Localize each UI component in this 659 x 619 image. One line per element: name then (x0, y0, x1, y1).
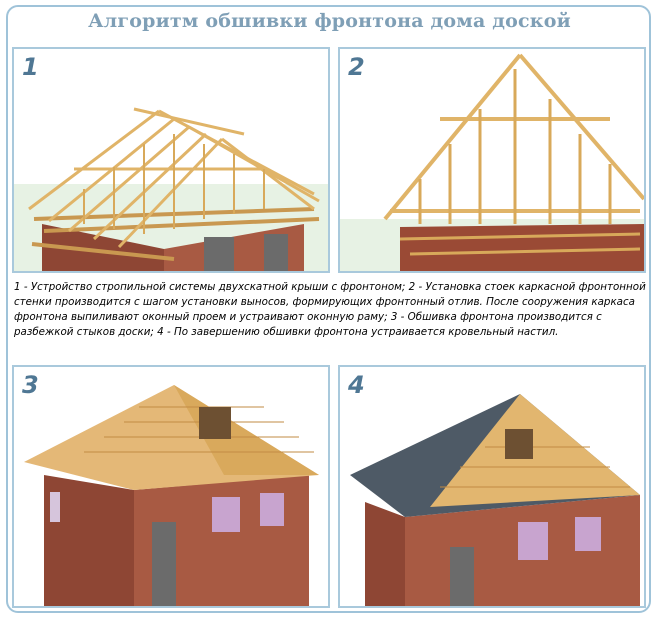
panel-step-4: 4 (338, 365, 646, 608)
panel-step-2: 2 (338, 47, 646, 273)
panel-number: 4 (348, 371, 365, 399)
panel-number: 2 (348, 53, 365, 81)
panel-step-1: 1 (12, 47, 330, 273)
cladding-illustration (14, 367, 328, 606)
rafter-illustration (14, 49, 328, 271)
panel-step-3: 3 (12, 365, 330, 608)
panel-number: 1 (22, 53, 39, 81)
panel-number: 3 (22, 371, 39, 399)
roofing-illustration (340, 367, 644, 606)
page-title: Алгоритм обшивки фронтона дома доской (88, 10, 571, 32)
caption-text: 1 - Устройство стропильной системы двухс… (14, 281, 646, 338)
gable-frame-illustration (340, 49, 644, 271)
